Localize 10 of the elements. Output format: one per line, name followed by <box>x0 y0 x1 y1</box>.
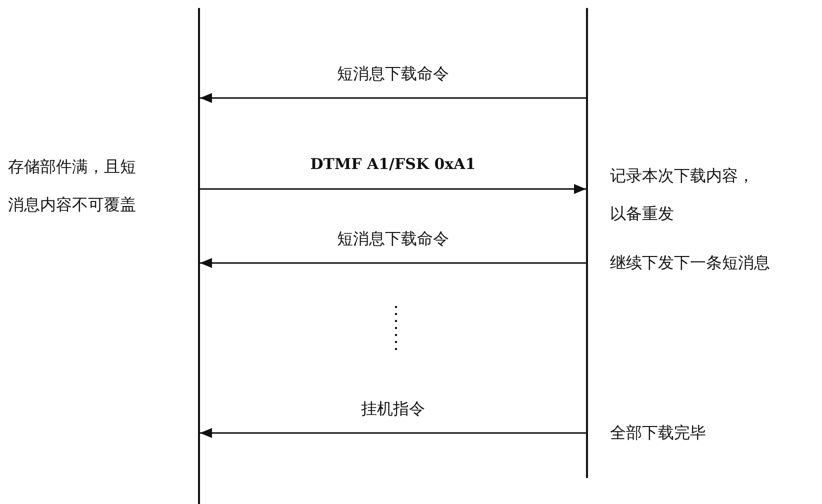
note-text: 记录本次下载内容，以备重发 <box>610 165 755 225</box>
arrow <box>200 258 586 268</box>
lifeline <box>586 8 588 478</box>
lifeline <box>198 8 200 504</box>
note-text: 存储部件满，且短消息内容不可覆盖 <box>8 156 137 216</box>
arrow <box>200 184 586 194</box>
arrow <box>200 93 586 103</box>
note-text: 全部下载完毕 <box>610 422 707 444</box>
arrow <box>200 428 586 438</box>
note-text: 继续下发下一条短消息 <box>610 252 771 274</box>
